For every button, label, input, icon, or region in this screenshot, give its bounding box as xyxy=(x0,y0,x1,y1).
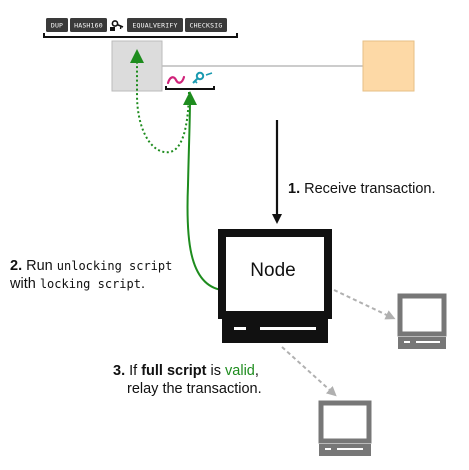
signature-icon xyxy=(166,75,186,85)
step2-with: with xyxy=(9,276,36,292)
op-dup-label: DUP xyxy=(51,22,63,30)
step2-unlocking-script: unlocking script xyxy=(57,259,173,273)
node-computer: Node xyxy=(218,229,332,343)
combine-scripts-arrow xyxy=(130,49,190,154)
node-base xyxy=(222,319,328,343)
peer-computer-right xyxy=(397,293,447,349)
step3-number: 3. xyxy=(113,363,125,379)
step2-locking-script: locking script xyxy=(40,277,141,291)
step1-text: Receive transaction. xyxy=(304,181,435,197)
input-transaction-box xyxy=(111,40,163,92)
step3-comma: , xyxy=(255,363,259,379)
step3-valid: valid xyxy=(225,363,255,379)
public-key-icon xyxy=(192,71,213,84)
step3-full-script: full script xyxy=(141,363,206,379)
step3-caption-line1: 3. If full script is valid, xyxy=(113,363,259,379)
node-label: Node xyxy=(250,260,295,281)
step2-caption-line1: 2. Run unlocking script xyxy=(10,258,172,274)
step3-is: is xyxy=(211,363,221,379)
op-dup-box xyxy=(46,18,68,32)
peer-computer-bottom xyxy=(318,400,372,456)
relay-arrow-down xyxy=(281,346,337,397)
step1-number: 1. xyxy=(288,181,300,197)
op-hash160-box xyxy=(70,18,107,32)
op-checksig-box xyxy=(185,18,227,32)
step2-caption-line2: with locking script. xyxy=(9,276,145,292)
step2-number: 2. xyxy=(10,258,22,274)
unlocking-script-bracket xyxy=(165,86,215,90)
unlocking-script xyxy=(165,71,215,90)
step1-caption: 1. Receive transaction. xyxy=(288,181,436,197)
op-checksig-label: CHECKSIG xyxy=(190,22,223,30)
run-script-arrow xyxy=(182,91,223,291)
op-equalverify-label: EQUALVERIFY xyxy=(132,22,177,30)
step2-period: . xyxy=(141,276,145,292)
op-equalverify-box xyxy=(127,18,183,32)
step2-run: Run xyxy=(26,258,53,274)
public-key-hash-icon xyxy=(110,20,124,31)
step3-caption-line2: relay the transaction. xyxy=(127,381,262,397)
locking-script-bracket xyxy=(43,33,238,38)
step3-if: If xyxy=(129,363,138,379)
op-hash160-label: HASH160 xyxy=(74,22,103,30)
node-monitor xyxy=(218,229,332,319)
locking-script: DUP HASH160 EQUALVERIFY CHECKSIG xyxy=(46,18,227,32)
output-transaction-box xyxy=(362,40,415,92)
relay-arrow-right xyxy=(333,289,396,320)
